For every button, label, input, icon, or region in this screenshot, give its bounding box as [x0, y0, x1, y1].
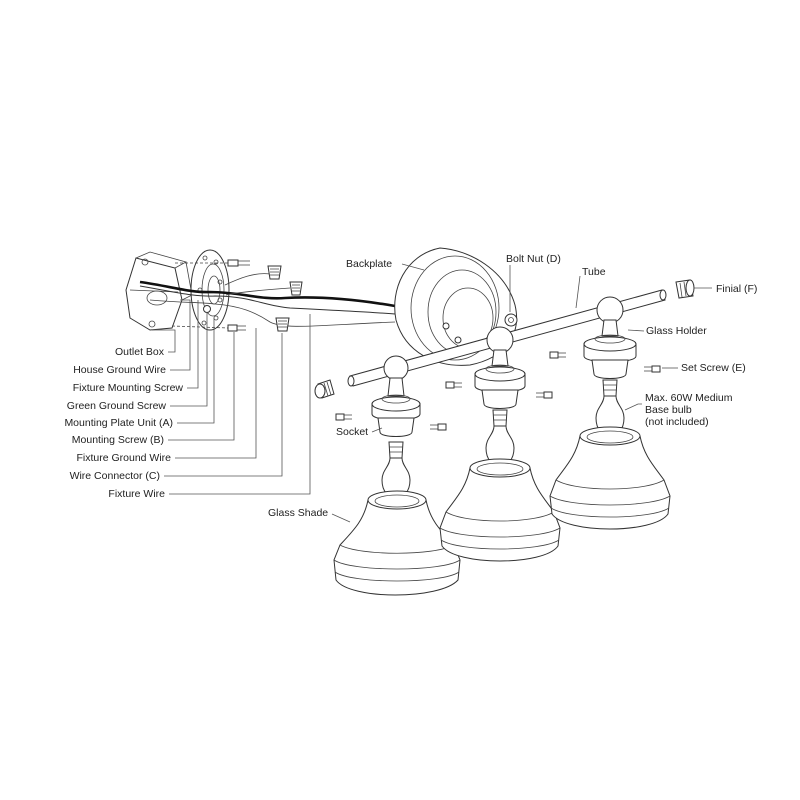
label-fixture-mounting-screw: Fixture Mounting Screw	[73, 382, 184, 394]
label-fixture-wire: Fixture Wire	[108, 488, 165, 500]
labels: Backplate Bolt Nut (D) Tube Finial (F) G…	[64, 253, 757, 519]
glass-shade-middle	[439, 458, 561, 562]
wiring	[139, 273, 396, 327]
glass-shade-right	[549, 426, 671, 530]
set-screws	[335, 351, 661, 431]
label-mounting-screw: Mounting Screw (B)	[72, 434, 164, 446]
bulb-middle	[485, 409, 515, 467]
fixture-mounting-screw	[171, 259, 250, 332]
arm-middle	[474, 326, 526, 409]
bulb-left	[381, 441, 411, 499]
label-outlet-box: Outlet Box	[115, 346, 165, 358]
label-green-ground-screw: Green Ground Screw	[67, 400, 167, 412]
bolt-nut	[504, 313, 518, 327]
label-bolt-nut: Bolt Nut (D)	[506, 253, 561, 265]
label-glass-shade: Glass Shade	[268, 507, 328, 519]
label-wire-connector: Wire Connector (C)	[70, 470, 160, 482]
label-bulb-line1: Max. 60W Medium	[645, 392, 733, 404]
label-set-screw: Set Screw (E)	[681, 362, 746, 374]
leader-lines	[152, 263, 712, 523]
label-bulb-line3: (not included)	[645, 416, 709, 428]
label-finial: Finial (F)	[716, 283, 757, 295]
arm-left	[371, 355, 421, 437]
label-house-ground-wire: House Ground Wire	[73, 364, 166, 376]
finial-left	[314, 379, 335, 399]
mounting-plate	[190, 249, 230, 331]
glass-shade-left	[333, 490, 461, 596]
finial-right	[675, 279, 695, 299]
label-tube: Tube	[582, 266, 606, 278]
label-socket: Socket	[336, 426, 368, 438]
label-mounting-plate-unit: Mounting Plate Unit (A)	[64, 417, 173, 429]
outlet-box	[125, 251, 193, 331]
wire-connector	[267, 265, 303, 332]
arm-right	[583, 296, 637, 379]
backplate	[394, 247, 517, 366]
label-backplate: Backplate	[346, 258, 392, 270]
label-fixture-ground-wire: Fixture Ground Wire	[76, 452, 171, 464]
label-bulb-line2: Base bulb	[645, 404, 692, 416]
label-glass-holder: Glass Holder	[646, 325, 707, 337]
bulb-right	[595, 379, 625, 437]
